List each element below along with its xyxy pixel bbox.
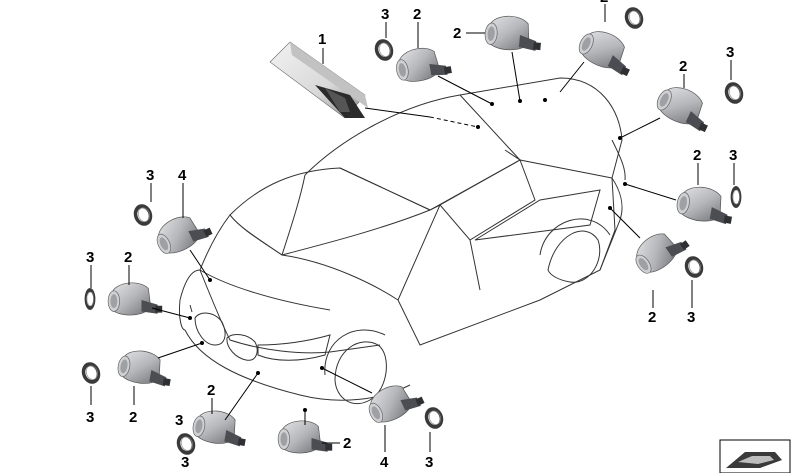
callout-2: 2	[453, 25, 461, 42]
corner-thumbnail	[719, 439, 791, 473]
callout-3: 3	[86, 249, 94, 266]
sensor-bottom-1	[190, 406, 251, 449]
sensor-left-3	[115, 346, 176, 389]
callout-1: 1	[318, 31, 326, 48]
callout-2: 2	[679, 58, 687, 75]
callout-3: 3	[175, 412, 183, 429]
ring-top-2	[621, 4, 647, 32]
sensor-right-1	[652, 79, 719, 136]
sensor-right-3	[627, 220, 692, 280]
callout-2: 2	[413, 6, 421, 23]
sensor-right-2	[674, 182, 737, 227]
callout-2: 2	[600, 0, 608, 6]
callout-3: 3	[729, 147, 737, 164]
ring-left-2	[84, 287, 96, 311]
callout-labels: 1 3 2 2 3 2 2 3 3 4 2 3 2 3 3 2 2 3 2 4 …	[86, 0, 737, 471]
ring-bottom-2	[421, 404, 447, 432]
callout-3: 3	[381, 6, 389, 23]
leader-lines	[151, 51, 677, 425]
callout-4: 4	[380, 454, 389, 471]
callout-3: 3	[687, 309, 695, 326]
callout-3: 3	[86, 409, 94, 426]
callout-2: 2	[693, 147, 701, 164]
sensor-left-2	[107, 282, 163, 316]
ring-left-1	[130, 201, 156, 229]
sensor-bottom-2	[277, 420, 333, 454]
callout-2: 2	[207, 382, 215, 399]
callout-ticks	[90, 4, 735, 452]
callout-3: 3	[146, 167, 154, 184]
callout-3: 3	[425, 454, 433, 471]
sensor-left-1	[150, 206, 215, 260]
callout-4: 4	[178, 167, 187, 184]
callout-2: 2	[648, 309, 656, 326]
callout-3: 3	[726, 44, 734, 61]
callout-3: 3	[181, 454, 189, 471]
sensor-bottom-3	[362, 375, 427, 429]
callout-2: 2	[129, 409, 137, 426]
callout-2: 2	[343, 435, 351, 452]
ring-top-1	[371, 36, 397, 64]
car-outline	[179, 77, 626, 405]
control-unit	[269, 41, 368, 119]
ring-right-1	[721, 79, 747, 107]
ring-right-3	[681, 253, 707, 281]
ring-right-2	[730, 185, 742, 209]
sensor-top-2	[483, 13, 544, 54]
sensor-top-3	[574, 23, 641, 80]
callout-2: 2	[124, 249, 132, 266]
ring-left-3	[78, 359, 104, 387]
